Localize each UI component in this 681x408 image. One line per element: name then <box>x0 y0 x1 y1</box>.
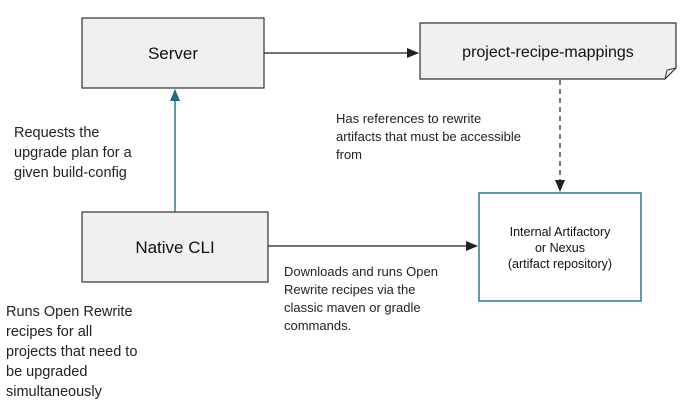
artifactory-label-line1: Internal Artifactory <box>510 225 611 239</box>
note-requests: Requests the upgrade plan for a given bu… <box>14 123 132 183</box>
note-runs-line: be upgraded <box>6 364 88 380</box>
note-downloads: Downloads and runs Open Rewrite recipes … <box>284 263 438 335</box>
note-references-line: from <box>336 147 362 162</box>
mappings-label: project-recipe-mappings <box>462 44 634 61</box>
note-references-line: artifacts that must be accessible <box>336 129 521 144</box>
note-requests-line: given build-config <box>14 165 127 181</box>
cli-label: Native CLI <box>135 238 214 257</box>
note-runs: Runs Open Rewrite recipes for all projec… <box>6 302 137 402</box>
note-downloads-line: Downloads and runs Open <box>284 264 438 279</box>
server-label: Server <box>148 44 198 63</box>
note-runs-line: projects that need to <box>6 344 138 360</box>
note-references: Has references to rewrite artifacts that… <box>336 110 521 164</box>
artifactory-node: Internal Artifactory or Nexus (artifact … <box>478 192 642 302</box>
note-runs-line: recipes for all <box>6 324 93 340</box>
cli-node: Native CLI <box>81 211 269 283</box>
note-requests-line: Requests the <box>14 125 100 141</box>
note-downloads-line: classic maven or gradle <box>284 300 421 315</box>
note-requests-line: upgrade plan for a <box>14 145 132 161</box>
note-downloads-line: commands. <box>284 318 352 333</box>
server-node: Server <box>81 17 265 89</box>
artifactory-label-line2: or Nexus <box>535 241 585 255</box>
mappings-node: project-recipe-mappings <box>419 22 677 80</box>
note-references-line: Has references to rewrite <box>336 111 482 126</box>
note-downloads-line: Rewrite recipes via the <box>284 282 416 297</box>
note-runs-line: Runs Open Rewrite <box>6 304 133 320</box>
note-runs-line: simultaneously <box>6 384 102 400</box>
artifactory-label-line3: (artifact repository) <box>508 257 612 271</box>
